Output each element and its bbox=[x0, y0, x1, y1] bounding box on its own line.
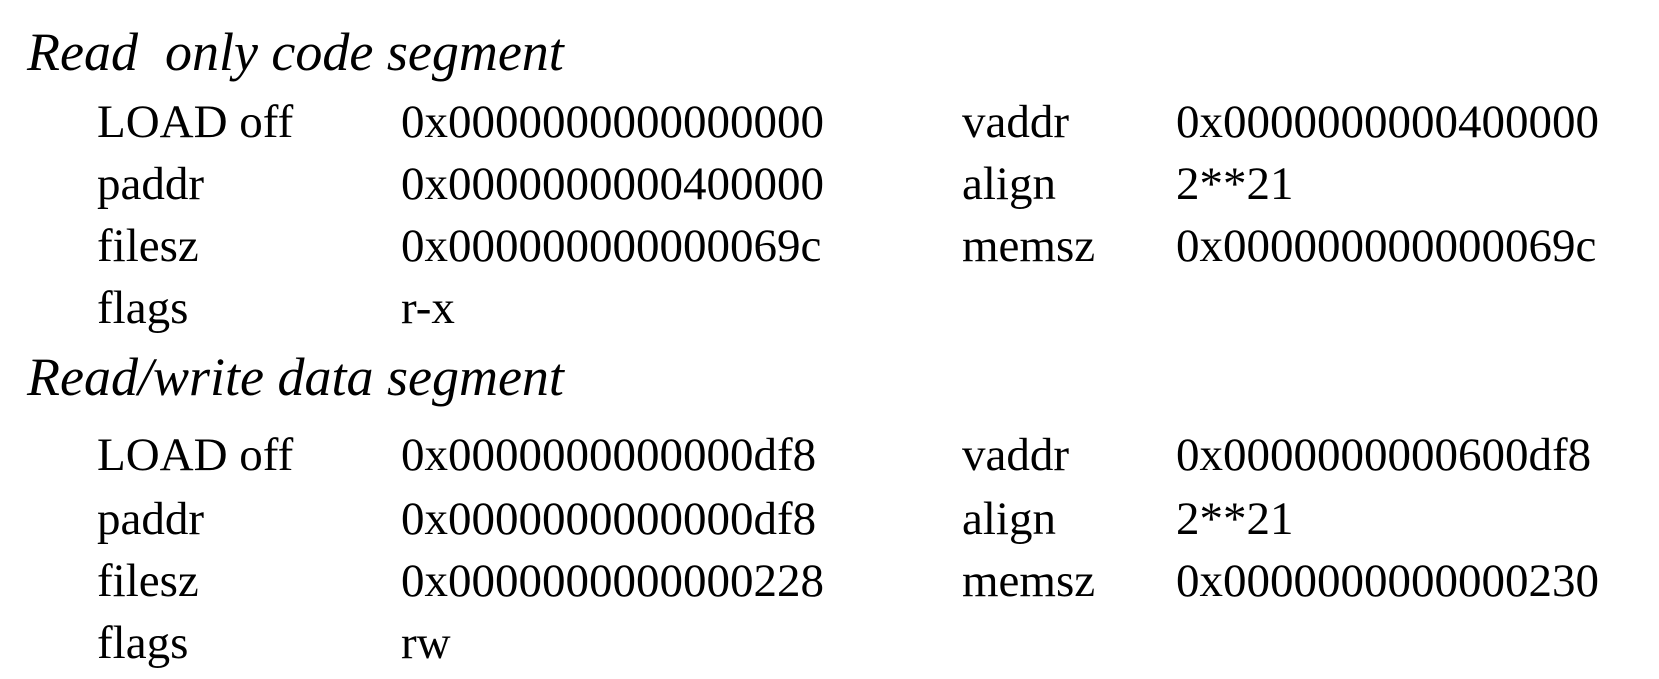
field-value: rw bbox=[401, 617, 451, 669]
field-value: 0x0000000000000df8 bbox=[401, 429, 817, 481]
table-row: paddr 0x0000000000000df8 align 2**21 bbox=[0, 488, 1659, 550]
table-row: LOAD off 0x0000000000000000 vaddr 0x0000… bbox=[0, 91, 1659, 153]
field-label: filesz bbox=[97, 555, 199, 607]
field-label: align bbox=[962, 493, 1056, 545]
segment-title-code: Read only code segment bbox=[27, 22, 564, 82]
field-label: memsz bbox=[962, 555, 1096, 607]
table-row: filesz 0x0000000000000228 memsz 0x000000… bbox=[0, 550, 1659, 612]
field-value: 0x0000000000400000 bbox=[401, 158, 824, 210]
field-label: LOAD off bbox=[97, 429, 294, 481]
table-row: flags rw bbox=[0, 612, 1659, 674]
field-value: 0x0000000000000df8 bbox=[401, 493, 817, 545]
field-value: 0x0000000000400000 bbox=[1176, 96, 1599, 148]
field-label: paddr bbox=[97, 493, 205, 545]
field-label: vaddr bbox=[962, 96, 1070, 148]
field-label: memsz bbox=[962, 220, 1096, 272]
field-value: 0x000000000000069c bbox=[401, 220, 822, 272]
table-row: flags r-x bbox=[0, 277, 1659, 339]
field-label: LOAD off bbox=[97, 96, 294, 148]
field-label: paddr bbox=[97, 158, 205, 210]
field-value: 2**21 bbox=[1176, 158, 1294, 210]
field-value: 2**21 bbox=[1176, 493, 1294, 545]
field-value: 0x0000000000600df8 bbox=[1176, 429, 1592, 481]
field-value: r-x bbox=[401, 282, 455, 334]
segment-title-data: Read/write data segment bbox=[27, 347, 564, 407]
field-value: 0x0000000000000230 bbox=[1176, 555, 1599, 607]
table-row: LOAD off 0x0000000000000df8 vaddr 0x0000… bbox=[0, 424, 1659, 486]
field-value: 0x0000000000000000 bbox=[401, 96, 824, 148]
field-label: flags bbox=[97, 617, 189, 669]
table-row: filesz 0x000000000000069c memsz 0x000000… bbox=[0, 215, 1659, 277]
table-row: paddr 0x0000000000400000 align 2**21 bbox=[0, 153, 1659, 215]
field-value: 0x0000000000000228 bbox=[401, 555, 824, 607]
field-label: filesz bbox=[97, 220, 199, 272]
field-value: 0x000000000000069c bbox=[1176, 220, 1597, 272]
field-label: flags bbox=[97, 282, 189, 334]
field-label: vaddr bbox=[962, 429, 1070, 481]
field-label: align bbox=[962, 158, 1056, 210]
